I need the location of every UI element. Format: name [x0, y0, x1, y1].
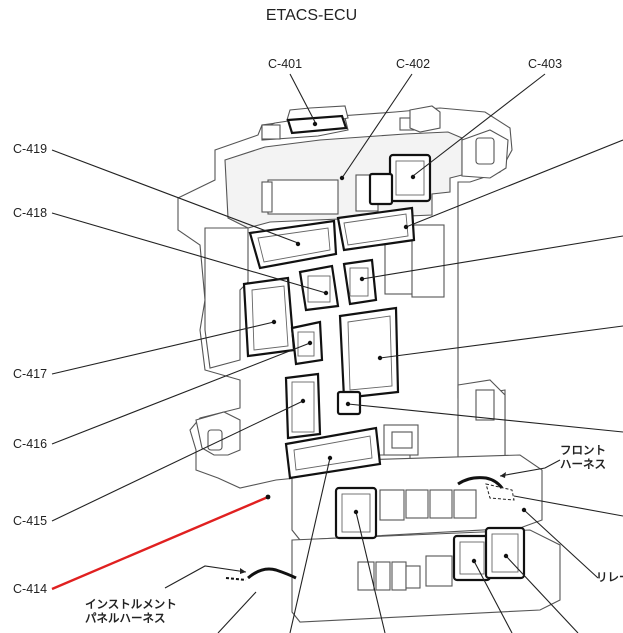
ecu-housing: [177, 105, 513, 489]
front-harness-wire: [457, 476, 515, 501]
connector-c405-body: [338, 306, 400, 400]
label-c414: C-414: [13, 582, 48, 596]
connector-c403-body: [368, 153, 432, 206]
instrument-harness-wire: [225, 567, 297, 581]
label-front-harness-1: フロント: [560, 443, 606, 457]
label-c415: C-415: [13, 514, 48, 528]
connector-c404-body: [342, 258, 378, 306]
label-instrument-harness-1: インストルメント: [85, 597, 177, 611]
relay-connector-right: [452, 526, 526, 582]
label-instrument-harness-2: パネルハーネス: [85, 611, 166, 625]
label-c416: C-416: [13, 437, 48, 451]
label-c417: C-417: [13, 367, 48, 381]
label-c419: C-419: [13, 142, 48, 156]
connector-c417-body: [242, 276, 296, 358]
connector-c420-body: [336, 206, 416, 252]
label-front-harness-2: ハーネス: [560, 457, 606, 471]
connector-c415-body: [284, 426, 382, 480]
label-c403: C-403: [528, 57, 563, 71]
label-c401: C-401: [268, 57, 303, 71]
connector-c416-small: [290, 320, 324, 366]
connector-c416-body: [284, 372, 322, 440]
label-relay: リレー: [596, 570, 623, 584]
diagram-title: ETACS-ECU: [265, 7, 358, 24]
connector-c418-body: [298, 264, 340, 312]
leader-lines: [51, 73, 623, 633]
label-c418: C-418: [13, 206, 48, 220]
label-c402: C-402: [396, 57, 431, 71]
